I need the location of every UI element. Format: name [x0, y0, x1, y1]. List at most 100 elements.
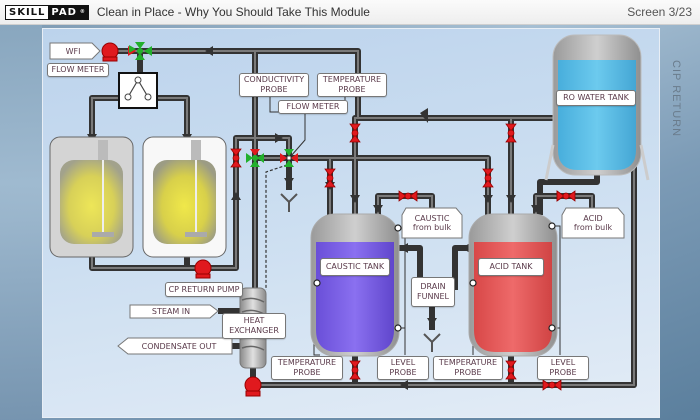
label-line: EXCHANGER	[229, 326, 279, 335]
cip-return-background-label: CIP RETURN	[670, 60, 682, 138]
probe-node-icon	[394, 224, 402, 232]
condensate-out-shape	[117, 337, 233, 355]
cp-return-pump-icon	[194, 259, 212, 279]
arrow-left-icon	[462, 243, 470, 253]
valve-closed-icon	[324, 168, 336, 188]
flow-meter-valve	[280, 149, 298, 167]
arrow-down-icon	[284, 178, 294, 186]
conductivity-valve	[246, 149, 264, 167]
pipe-tank-drains-2	[452, 245, 470, 290]
probe-node-icon	[394, 324, 402, 332]
arrow-left-icon	[400, 243, 408, 253]
label-line: PROBE	[338, 85, 366, 94]
cp-return-pump-label: CP RETURN PUMP	[165, 282, 243, 297]
steam-in-shape	[129, 304, 219, 319]
valve-closed-icon	[505, 360, 517, 380]
arrow-up-icon	[231, 192, 241, 200]
process-vessel-1	[49, 136, 134, 258]
drain-funnel-label: DRAIN FUNNEL	[411, 277, 455, 307]
distribution-manifold	[118, 72, 158, 109]
module-title: Clean in Place - Why You Should Take Thi…	[96, 5, 370, 19]
steam-in-label: STEAM IN	[151, 307, 191, 316]
probe-nodes	[313, 222, 556, 332]
label-line: PROBE	[260, 85, 288, 94]
flow-meter-signal-line	[265, 164, 288, 290]
wfi-label: WFI	[65, 46, 81, 56]
label-line: from bulk	[573, 223, 613, 232]
valve-closed-icon	[482, 168, 494, 188]
valve-closed-icon	[505, 123, 517, 143]
acid-tank	[468, 213, 558, 357]
label-line: FUNNEL	[417, 292, 449, 301]
drain-funnel-icons	[280, 193, 441, 352]
arrow-left-icon	[420, 108, 428, 123]
level-probe-acid-label: LEVEL PROBE	[537, 356, 589, 380]
wfi-valve	[128, 42, 152, 60]
arrow-right-icon	[275, 133, 283, 143]
caustic-tank	[310, 213, 400, 357]
arrow-down-icon	[350, 195, 360, 203]
level-probe-caustic-label: LEVEL PROBE	[377, 356, 429, 380]
label-line: LEVEL	[550, 358, 576, 367]
arrow-down-icon	[506, 195, 516, 203]
label-line: from bulk	[412, 223, 452, 232]
arrow-left-icon	[205, 46, 213, 56]
valve-closed-icon	[542, 379, 562, 391]
label-line: PROBE	[293, 368, 321, 377]
pumps	[101, 42, 262, 397]
drain-funnel-icon	[423, 333, 441, 352]
label-line: DRAIN	[420, 282, 446, 291]
label-line: CONDUCTIVITY	[243, 75, 305, 84]
temperature-probe-acid-label: TEMPERATURE PROBE	[433, 356, 503, 380]
acid-tank-label: ACID TANK	[478, 258, 544, 276]
label-line: TEMPERATURE	[322, 75, 382, 84]
flow-arrows	[87, 46, 541, 390]
logo-text-right: PAD	[48, 5, 80, 19]
label-line: HEAT	[243, 316, 265, 325]
label-line: PROBE	[549, 368, 577, 377]
screen-indicator: Screen 3/23	[627, 5, 692, 19]
flow-meter-left-label: FLOW METER	[47, 63, 109, 77]
heat-exchanger-label: HEAT EXCHANGER	[222, 313, 286, 339]
label-line: TEMPERATURE	[438, 358, 498, 367]
bulk-shapes	[401, 207, 625, 239]
label-line: TEMPERATURE	[277, 358, 337, 367]
flow-meter-center-label: FLOW METER	[278, 100, 348, 114]
drain-funnel-icon	[280, 193, 298, 212]
supply-pump-icon	[244, 376, 262, 397]
valve-closed-icon	[556, 190, 576, 202]
logo-text-left: SKILL	[6, 5, 49, 19]
arrow-down-icon	[531, 205, 541, 213]
valve-closed-icon	[349, 360, 361, 380]
arrow-left-icon	[400, 380, 408, 390]
label-line: PROBE	[389, 368, 417, 377]
arrow-down-icon	[373, 205, 383, 213]
probe-node-icon	[313, 279, 321, 287]
caustic-from-bulk-label: CAUSTIC from bulk	[402, 208, 462, 238]
condensate-out-label: CONDENSATE OUT	[141, 341, 217, 351]
background-left-strip	[0, 25, 42, 420]
probe-node-icon	[548, 324, 556, 332]
temperature-probe-top-label: TEMPERATURE PROBE	[317, 73, 387, 97]
arrow-down-icon	[427, 318, 437, 326]
valve-closed-icon	[398, 190, 418, 202]
label-line: PROBE	[454, 368, 482, 377]
label-line: CAUSTIC	[414, 214, 450, 223]
caustic-tank-label: CAUSTIC TANK	[320, 258, 390, 276]
arrow-down-icon	[483, 195, 493, 203]
temperature-probe-caustic-label: TEMPERATURE PROBE	[271, 356, 343, 380]
closed-valves	[230, 123, 576, 391]
ro-water-tank-label: RO WATER TANK	[556, 90, 636, 106]
conductivity-probe-label: CONDUCTIVITY PROBE	[239, 73, 309, 97]
process-vessel-2	[142, 136, 227, 258]
acid-from-bulk-label: ACID from bulk	[562, 208, 624, 238]
ro-water-tank	[544, 34, 650, 181]
wfi-shape	[49, 42, 101, 60]
valve-closed-icon	[349, 123, 361, 143]
label-line: ACID	[583, 214, 603, 223]
probe-node-icon	[469, 279, 477, 287]
label-line: LEVEL	[390, 358, 416, 367]
wfi-pump-icon	[101, 42, 119, 62]
